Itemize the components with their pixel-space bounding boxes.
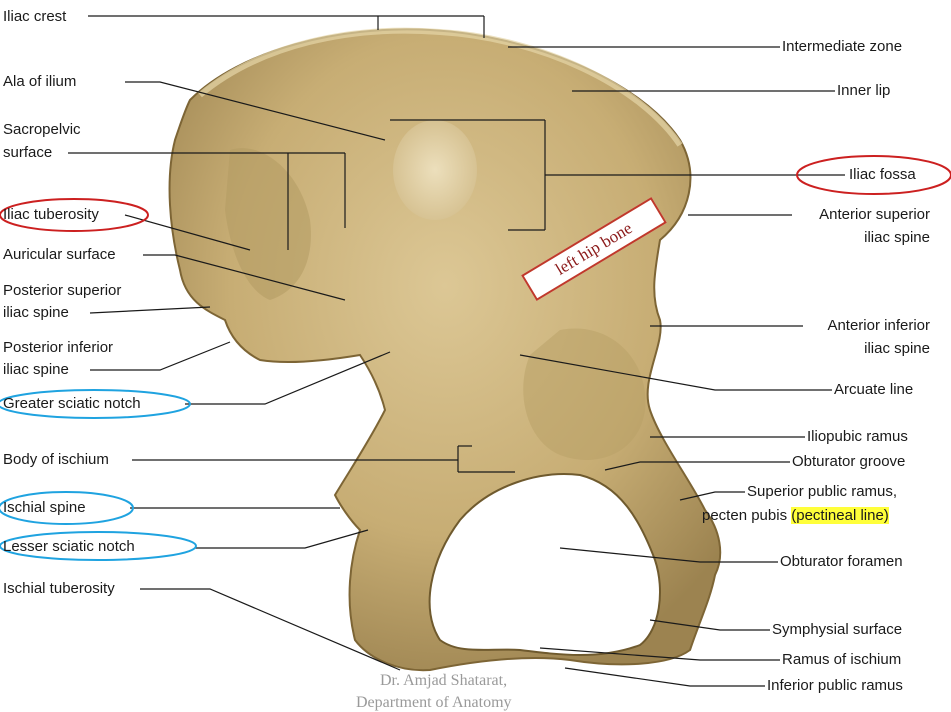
blue-circle-ischial-spine — [0, 491, 134, 525]
blue-circle-greater-sciatic-notch — [0, 389, 191, 419]
label-ischial-spine: Ischial spine — [3, 499, 86, 516]
label-ischial-tuberosity: Ischial tuberosity — [3, 580, 115, 597]
label-ala-of-ilium: Ala of ilium — [3, 73, 77, 90]
label-piis-line1: Posterior inferior — [3, 339, 114, 356]
pecten-pubis-text: pecten pubis — [702, 507, 792, 524]
label-asis-line1: Anterior superior — [819, 206, 930, 223]
label-intermediate-zone: Intermediate zone — [782, 38, 903, 55]
red-circle-iliac-fossa — [796, 155, 951, 195]
pectineal-line-highlight: (pectineal line) — [791, 507, 889, 524]
leader-lines — [68, 15, 845, 687]
blue-circle-lesser-sciatic-notch — [0, 531, 197, 561]
label-aiis-line1: Anterior inferior — [827, 317, 930, 334]
label-symphysial-surface: Symphysial surface — [772, 621, 903, 638]
label-iliac-crest: Iliac crest — [3, 8, 67, 25]
author-credit: Dr. Amjad Shatarat, — [380, 672, 508, 689]
annotation-circles — [0, 155, 951, 561]
label-lesser-sciatic-notch: Lesser sciatic notch — [3, 538, 135, 555]
label-arcuate-line: Arcuate line — [834, 381, 914, 398]
label-iliac-tuberosity: Iliac tuberosity — [3, 206, 99, 223]
label-piis-line2: iliac spine — [3, 361, 69, 378]
label-sacropelvic-line2: surface — [3, 144, 53, 161]
label-iliac-fossa: Iliac fossa — [849, 166, 916, 183]
author-credit-line2: Department of Anatomy — [356, 694, 512, 711]
label-aiis-line2: iliac spine — [864, 340, 930, 357]
label-superior-public-ramus-line2: pecten pubis (pectineal line) — [702, 507, 889, 524]
label-inner-lip: Inner lip — [837, 82, 891, 99]
label-iliopubic-ramus: Iliopubic ramus — [807, 428, 908, 445]
label-obturator-groove: Obturator groove — [792, 453, 906, 470]
label-ramus-of-ischium: Ramus of ischium — [782, 651, 902, 668]
label-superior-public-ramus-line1: Superior public ramus, — [747, 483, 898, 500]
label-obturator-foramen: Obturator foramen — [780, 553, 903, 570]
label-inferior-public-ramus: Inferior public ramus — [767, 677, 903, 694]
label-psis-line2: iliac spine — [3, 304, 69, 321]
red-circle-iliac-tuberosity — [0, 198, 149, 232]
label-sacropelvic-line1: Sacropelvic — [3, 121, 81, 138]
label-auricular-surface: Auricular surface — [3, 246, 116, 263]
label-body-of-ischium: Body of ischium — [3, 451, 109, 468]
label-greater-sciatic-notch: Greater sciatic notch — [3, 395, 141, 412]
hip-bone-illustration — [168, 27, 722, 672]
label-asis-line2: iliac spine — [864, 229, 930, 246]
label-psis-line1: Posterior superior — [3, 282, 122, 299]
